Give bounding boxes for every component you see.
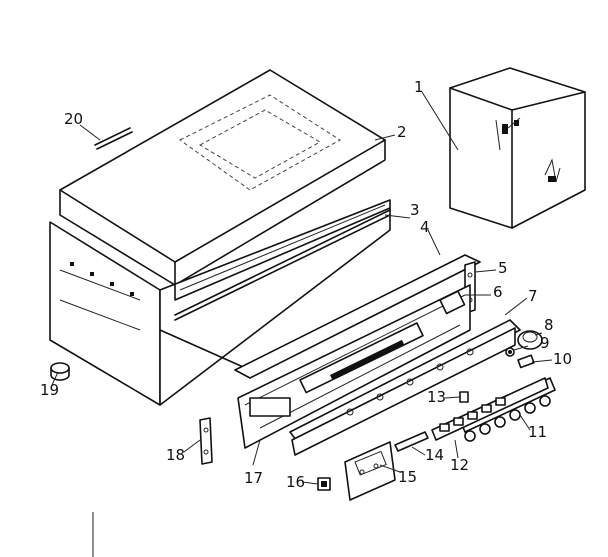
callout-5: 5 xyxy=(498,259,508,277)
callout-14: 14 xyxy=(425,446,444,464)
callout-18: 18 xyxy=(166,446,185,464)
callout-20: 20 xyxy=(64,110,83,128)
callout-16: 16 xyxy=(286,473,305,491)
strip-part xyxy=(94,127,133,150)
callout-numbers: 1 2 3 4 5 6 7 8 9 10 11 12 13 14 15 16 1… xyxy=(40,78,572,491)
cassette-door-part xyxy=(344,441,396,501)
button-strip-part xyxy=(431,377,549,441)
speaker-cabinet-part xyxy=(449,67,586,229)
foot-part xyxy=(50,362,70,381)
callout-2: 2 xyxy=(397,123,407,141)
callout-1: 1 xyxy=(414,78,424,96)
small-clip-part xyxy=(317,477,331,491)
large-knob-part xyxy=(517,330,543,350)
trim-strip-part xyxy=(174,209,391,321)
small-knob-part xyxy=(505,347,515,357)
callout-8: 8 xyxy=(544,316,554,334)
lever-part xyxy=(517,354,535,369)
callout-17: 17 xyxy=(244,469,263,487)
callout-6: 6 xyxy=(493,283,503,301)
callout-15: 15 xyxy=(398,468,417,486)
top-rail-part xyxy=(234,254,481,379)
callout-7: 7 xyxy=(528,287,538,305)
callout-10: 10 xyxy=(553,350,572,368)
top-cover-part xyxy=(59,69,386,286)
front-subpanel-part xyxy=(237,284,471,449)
leader-lines xyxy=(51,91,553,485)
callout-4: 4 xyxy=(420,218,430,236)
callout-13: 13 xyxy=(427,388,446,406)
slider-plate-part xyxy=(394,431,429,452)
callout-9: 9 xyxy=(540,334,550,352)
callout-12: 12 xyxy=(450,456,469,474)
chassis-part xyxy=(49,199,391,406)
callout-11: 11 xyxy=(528,423,547,441)
front-panel-part xyxy=(289,319,521,456)
side-bracket-left-part xyxy=(199,417,213,465)
callout-3: 3 xyxy=(410,201,420,219)
callout-19: 19 xyxy=(40,381,59,399)
switch-part xyxy=(459,391,469,403)
